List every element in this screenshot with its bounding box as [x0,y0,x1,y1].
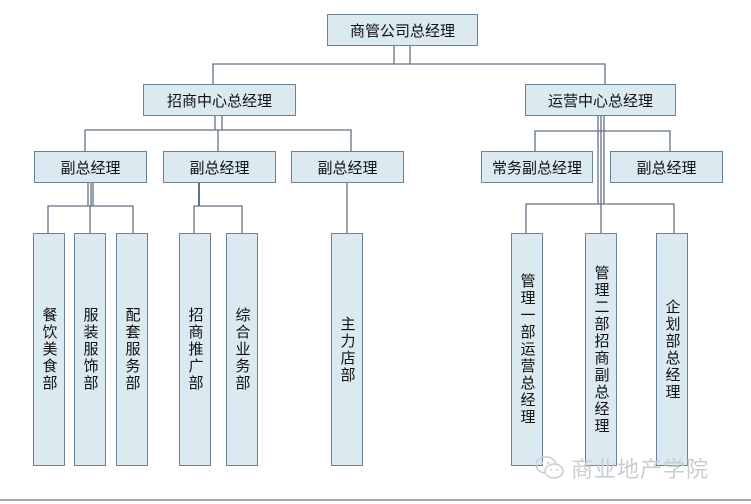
center-box-merchant: 招商中心总经理 [143,84,296,116]
department-label: 企划部总经理 [663,298,682,401]
deputy-label: 副总经理 [636,158,697,177]
department-box: 招商推广部 [179,233,211,466]
wechat-icon [535,456,564,479]
deputy-box: 副总经理 [34,151,147,183]
department-box: 餐饮美食部 [33,233,65,466]
department-label: 招商推广部 [186,307,205,392]
deputy-label: 副总经理 [189,158,250,177]
deputy-box: 副总经理 [610,151,723,183]
center-label: 招商中心总经理 [166,91,272,110]
department-label: 管理一部运营总经理 [518,273,537,426]
deputy-box: 副总经理 [163,151,276,183]
department-box: 综合业务部 [226,233,258,466]
department-label: 综合业务部 [233,307,252,392]
center-box-operations: 运营中心总经理 [525,84,676,116]
deputy-label: 常务副总经理 [491,158,582,177]
deputy-label: 副总经理 [317,158,378,177]
department-label: 主力店部 [338,315,357,384]
department-box: 配套服务部 [116,233,148,466]
department-label: 餐饮美食部 [40,307,59,392]
department-box: 管理一部运营总经理 [511,233,543,466]
root-label: 商管公司总经理 [349,21,455,40]
deputy-box: 副总经理 [291,151,404,183]
department-label: 配套服务部 [123,307,142,392]
department-box: 服装服饰部 [74,233,106,466]
watermark-text: 商业地产学院 [571,458,710,483]
watermark: 商业地产学院 [535,452,709,484]
deputy-label: 副总经理 [60,158,121,177]
root-box: 商管公司总经理 [327,14,478,46]
executive-deputy-box: 常务副总经理 [481,151,593,183]
department-box: 企划部总经理 [656,233,688,466]
bottom-rule [0,499,751,501]
center-label: 运营中心总经理 [547,91,653,110]
department-box: 主力店部 [331,233,363,466]
department-box: 管理二部招商副总经理 [585,233,617,466]
department-label: 管理二部招商副总经理 [592,264,611,435]
department-label: 服装服饰部 [81,307,100,392]
